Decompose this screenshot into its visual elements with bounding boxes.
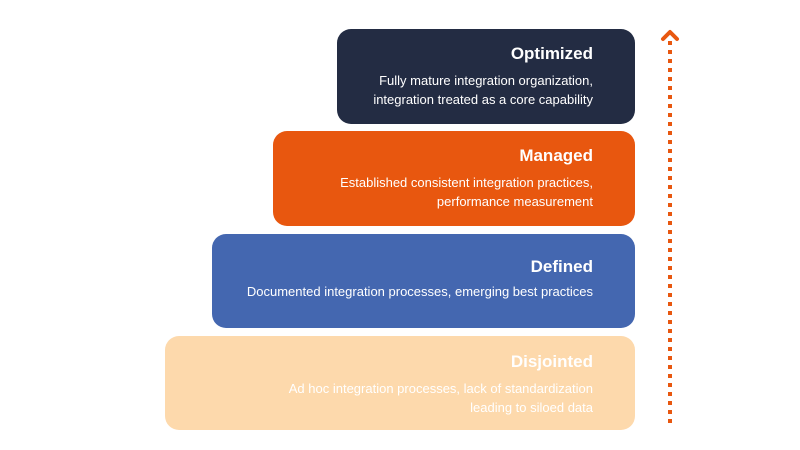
stage-optimized: Optimized Fully mature integration organ… (337, 29, 635, 124)
stage-description-line: Established consistent integration pract… (340, 175, 593, 190)
stage-description-line: performance measurement (436, 194, 593, 209)
stage-title: Optimized (510, 44, 593, 63)
stage-description: Established consistent integration pract… (293, 173, 593, 211)
stage-description-line: leading to siloed data (470, 400, 593, 415)
stage-description-line: Fully mature integration organization, (379, 73, 593, 88)
stage-title: Defined (530, 257, 593, 276)
stage-description: Documented integration processes, emergi… (232, 282, 593, 301)
stage-title: Managed (519, 146, 593, 165)
stage-defined: Defined Documented integration processes… (212, 234, 635, 328)
stage-managed: Managed Established consistent integrati… (273, 131, 635, 226)
stage-title: Disjointed (510, 352, 593, 371)
stage-description: Fully mature integration organization, i… (357, 71, 593, 109)
stage-description-line: Ad hoc integration processes, lack of st… (288, 381, 593, 396)
stage-disjointed: Disjointed Ad hoc integration processes,… (165, 336, 635, 430)
stage-description-line: Documented integration processes, emergi… (246, 284, 593, 299)
stage-description: Ad hoc integration processes, lack of st… (185, 379, 593, 417)
dotted-up-arrow-icon (661, 30, 679, 427)
stage-description-line: integration treated as a core capability (373, 92, 593, 107)
